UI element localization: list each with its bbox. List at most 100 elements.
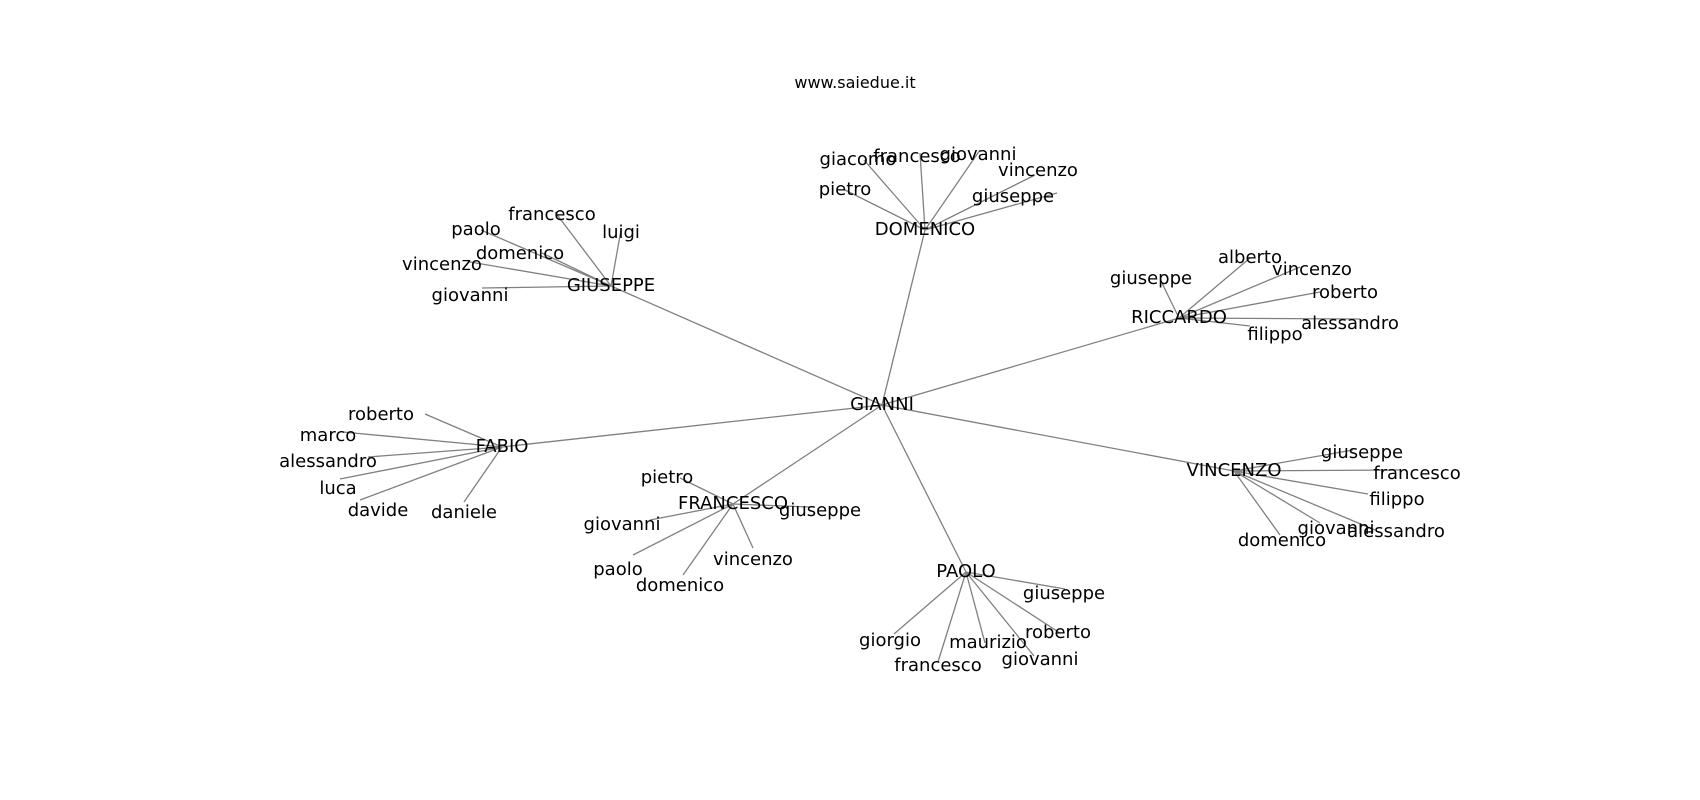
edge-paolo-giorgio [893, 571, 967, 635]
node-leaf-giuseppe-domenico: domenico [476, 243, 564, 264]
node-hub-giuseppe: GIUSEPPE [567, 275, 655, 296]
node-leaf-fabio-roberto: roberto [348, 404, 414, 425]
node-hub-francesco: FRANCESCO [678, 493, 788, 514]
node-leaf-giuseppe-giovanni: giovanni [432, 285, 509, 306]
edge-paolo-giovanni [965, 571, 1035, 657]
node-leaf-riccardo-vincenzo: vincenzo [1272, 259, 1352, 280]
node-leaf-francesco-paolo: paolo [593, 559, 642, 580]
node-leaf-paolo-giovanni: giovanni [1002, 649, 1079, 670]
edge-fabio-marco [342, 431, 503, 448]
node-leaf-fabio-marco: marco [300, 425, 356, 446]
edge-domenico-pietro [844, 189, 926, 231]
edge-domenico-giovanni [924, 149, 981, 231]
edge-riccardo-alberto [1178, 257, 1251, 319]
node-hub-domenico: DOMENICO [875, 219, 975, 240]
node-leaf-domenico-pietro: pietro [819, 179, 872, 200]
edge-domenico-giuseppe [924, 192, 1058, 231]
edge-paolo-giuseppe [965, 571, 1066, 590]
node-leaf-paolo-roberto: roberto [1025, 622, 1091, 643]
node-hub-riccardo: RICCARDO [1131, 307, 1227, 328]
edge-vincenzo-filippo [1233, 470, 1369, 495]
edge-francesco-giovanni [649, 503, 734, 521]
node-leaf-vincenzo-domenico: domenico [1238, 530, 1326, 551]
node-leaf-paolo-giuseppe: giuseppe [1023, 583, 1105, 604]
edge-domenico-giacomo [863, 159, 926, 231]
node-leaf-vincenzo-giuseppe: giuseppe [1321, 442, 1403, 463]
edge-paolo-maurizio [965, 571, 986, 644]
node-root-gianni: GIANNI [850, 394, 914, 415]
node-leaf-vincenzo-francesco: francesco [1373, 463, 1460, 484]
edge-vincenzo-giuseppe [1233, 449, 1354, 472]
node-leaf-domenico-giovanni: giovanni [940, 144, 1017, 165]
node-hub-paolo: PAOLO [936, 561, 995, 582]
node-leaf-giuseppe-paolo: paolo [451, 219, 500, 240]
edge-francesco-pietro [679, 477, 734, 505]
edge-root-fabio [501, 404, 883, 448]
site-watermark: www.saiedue.it [794, 73, 915, 92]
node-leaf-domenico-giacomo: giacomo [820, 149, 897, 170]
edge-riccardo-roberto [1178, 291, 1321, 319]
edge-root-giuseppe [610, 285, 883, 406]
edge-fabio-daniele [463, 446, 503, 503]
edge-vincenzo-giovanni [1233, 470, 1321, 524]
edge-fabio-roberto [424, 413, 503, 448]
edge-fabio-davide [359, 446, 503, 501]
node-leaf-paolo-francesco: francesco [894, 655, 981, 676]
node-leaf-domenico-vincenzo: vincenzo [998, 160, 1078, 181]
edge-root-domenico [881, 229, 926, 406]
edge-paolo-francesco [937, 571, 967, 663]
edge-giuseppe-francesco [554, 211, 612, 287]
node-leaf-giuseppe-francesco: francesco [508, 204, 595, 225]
node-leaf-riccardo-alessandro: alessandro [1301, 313, 1399, 334]
edge-root-francesco [732, 404, 883, 505]
edge-riccardo-filippo [1178, 317, 1251, 327]
node-leaf-fabio-davide: davide [348, 500, 409, 521]
node-leaf-riccardo-filippo: filippo [1247, 324, 1302, 345]
edge-riccardo-alessandro [1178, 317, 1361, 320]
edge-riccardo-vincenzo [1178, 266, 1301, 319]
edges-layer [339, 149, 1401, 663]
node-leaf-francesco-vincenzo: vincenzo [713, 549, 793, 570]
node-leaf-riccardo-giuseppe: giuseppe [1110, 268, 1192, 289]
node-leaf-domenico-francesco: francesco [873, 146, 960, 167]
node-leaf-vincenzo-giovanni: giovanni [1298, 518, 1375, 539]
node-leaf-francesco-giovanni: giovanni [584, 514, 661, 535]
edge-fabio-luca [339, 446, 503, 480]
edge-vincenzo-francesco [1233, 469, 1401, 472]
node-leaf-riccardo-alberto: alberto [1218, 247, 1282, 268]
edge-root-paolo [881, 404, 967, 573]
node-leaf-giuseppe-vincenzo: vincenzo [402, 254, 482, 275]
edge-giuseppe-giovanni [481, 285, 612, 289]
node-leaf-fabio-luca: luca [319, 478, 356, 499]
edge-vincenzo-alessandro [1233, 470, 1376, 531]
edge-paolo-roberto [965, 571, 1061, 634]
edge-vincenzo-domenico [1233, 470, 1281, 536]
node-leaf-riccardo-roberto: roberto [1312, 282, 1378, 303]
node-hub-vincenzo: VINCENZO [1187, 460, 1282, 481]
edge-giuseppe-paolo [480, 229, 612, 287]
edge-giuseppe-vincenzo [469, 261, 612, 287]
edge-riccardo-giuseppe [1159, 278, 1180, 319]
labels-layer: GIANNIDOMENICOgiacomofrancescogiovannivi… [279, 144, 1461, 676]
node-leaf-vincenzo-alessandro: alessandro [1347, 521, 1445, 542]
node-hub-fabio: FABIO [476, 436, 529, 457]
node-leaf-francesco-giuseppe: giuseppe [779, 500, 861, 521]
node-leaf-paolo-maurizio: maurizio [949, 632, 1027, 653]
edge-giuseppe-luigi [610, 229, 622, 287]
edge-francesco-vincenzo [732, 503, 754, 549]
node-leaf-paolo-giorgio: giorgio [859, 630, 921, 651]
edge-francesco-paolo [632, 503, 734, 556]
edge-francesco-domenico [682, 503, 734, 576]
edge-domenico-vincenzo [924, 174, 1036, 231]
edge-root-riccardo [881, 317, 1180, 406]
edge-root-vincenzo [881, 404, 1235, 472]
edge-francesco-giuseppe [732, 503, 811, 508]
edge-fabio-alessandro [367, 446, 503, 458]
node-leaf-vincenzo-filippo: filippo [1369, 489, 1424, 510]
edge-domenico-francesco [919, 152, 926, 231]
node-leaf-francesco-domenico: domenico [636, 575, 724, 596]
node-leaf-fabio-alessandro: alessandro [279, 451, 377, 472]
node-leaf-giuseppe-luigi: luigi [602, 222, 640, 243]
